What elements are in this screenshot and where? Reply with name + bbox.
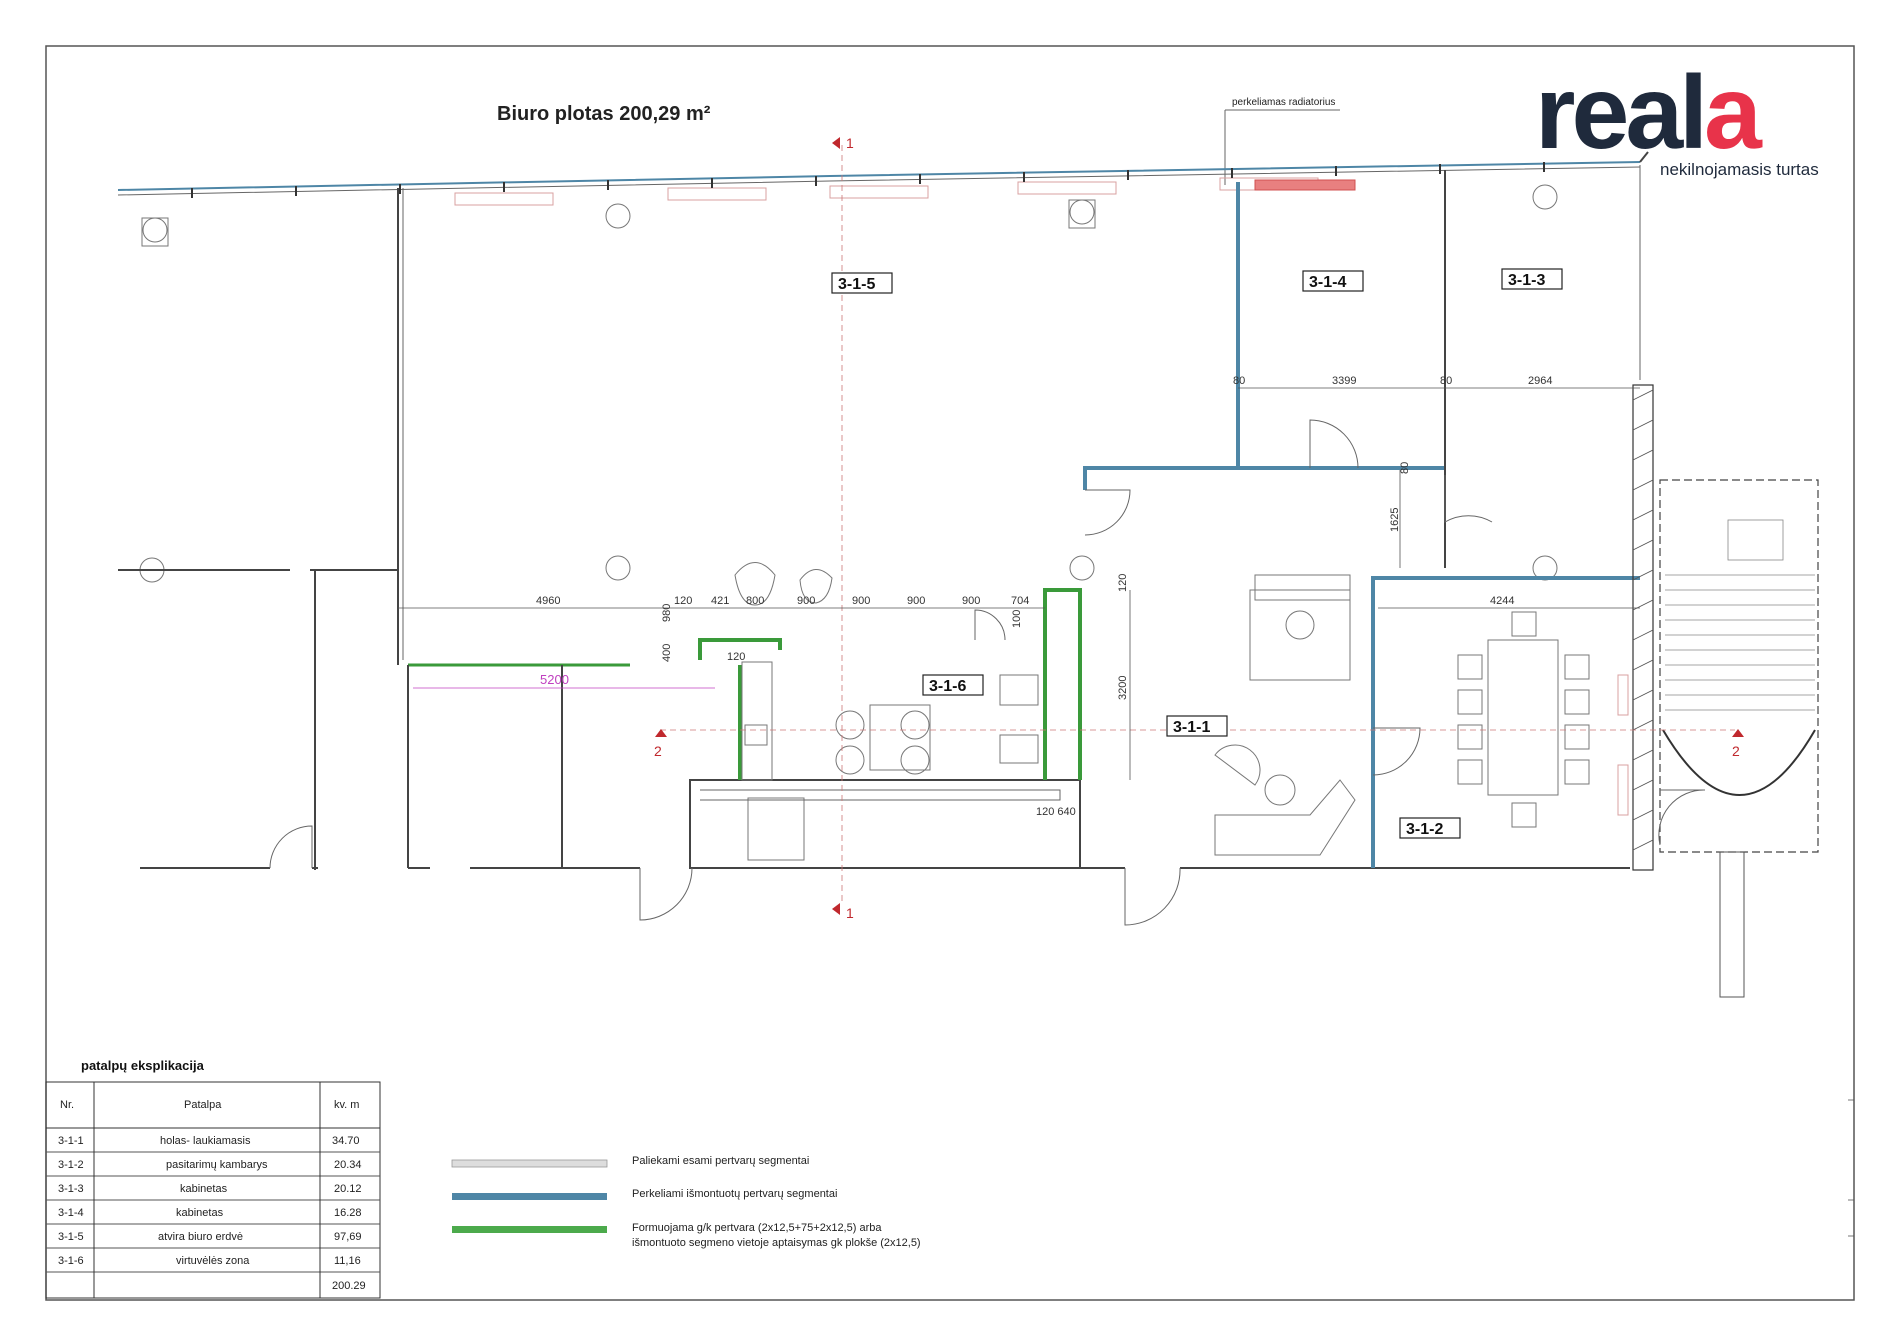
svg-text:3-1-6: 3-1-6 (929, 678, 966, 695)
dimension-texts: 80 3399 80 2964 80 1625 4244 4960 120 42… (536, 375, 1552, 818)
svg-text:3200: 3200 (1117, 676, 1129, 700)
svg-text:kabinetas: kabinetas (180, 1183, 228, 1195)
svg-text:4244: 4244 (1490, 595, 1514, 607)
svg-text:3-1-2: 3-1-2 (1406, 821, 1443, 838)
svg-text:800: 800 (746, 595, 764, 607)
svg-text:virtuvėlės zona: virtuvėlės zona (176, 1255, 250, 1267)
legend-swatch-grey (451, 1159, 608, 1168)
svg-text:11,16: 11,16 (334, 1255, 361, 1267)
legend-green-text-2: išmontuoto segmeno vietoje aptaisymas gk… (632, 1237, 921, 1249)
table-row: 3-1-6 virtuvėlės zona 11,16 (58, 1255, 361, 1267)
table-row: 3-1-3 kabinetas 20.12 (58, 1183, 362, 1195)
svg-text:100: 100 (1011, 610, 1023, 628)
section-2-left-label: 2 (654, 743, 662, 759)
legend-green-text: Formuojama g/k pertvara (2x12,5+75+2x12,… (632, 1222, 882, 1234)
legend-grey-text: Paliekami esami pertvarų segmentai (632, 1155, 809, 1167)
explication-table: patalpų eksplikacija Nr. Patalpa kv. m 3… (45, 1058, 381, 1299)
legend: Paliekami esami pertvarų segmentai Perke… (451, 1155, 921, 1249)
svg-text:80: 80 (1233, 375, 1245, 387)
table-row: 3-1-4 kabinetas 16.28 (58, 1207, 362, 1219)
room-3-1-2: 3-1-2 (1399, 817, 1461, 839)
svg-text:pasitarimų kambarys: pasitarimų kambarys (166, 1159, 268, 1171)
svg-text:120 640: 120 640 (1036, 806, 1076, 818)
svg-text:120: 120 (1117, 574, 1129, 592)
svg-text:34.70: 34.70 (332, 1135, 360, 1147)
svg-text:400: 400 (661, 644, 673, 662)
legend-blue-text: Perkeliami išmontuotų pertvarų segmentai (632, 1188, 837, 1200)
svg-text:704: 704 (1011, 595, 1029, 607)
legend-swatch-blue (452, 1193, 607, 1200)
svg-text:1625: 1625 (1389, 508, 1401, 532)
svg-text:200.29: 200.29 (332, 1280, 366, 1292)
svg-text:421: 421 (711, 595, 729, 607)
section-1-top-label: 1 (846, 135, 854, 151)
room-labels: 3-1-5 3-1-4 3-1-3 3-1-6 3-1-1 3-1-2 (831, 268, 1563, 839)
room-3-1-1: 3-1-1 (1166, 715, 1228, 737)
reala-logo: reala nekilnojamasis turtas (1535, 55, 1819, 179)
svg-text:3-1-4: 3-1-4 (58, 1207, 84, 1219)
svg-text:2964: 2964 (1528, 375, 1552, 387)
facade-wall (117, 151, 1649, 206)
svg-text:900: 900 (962, 595, 980, 607)
plan-title: Biuro plotas 200,29 m² (497, 103, 711, 125)
radiator-note: perkeliamas radiatorius (1232, 97, 1335, 108)
pipe-columns (139, 184, 1558, 583)
section-2-right-label: 2 (1732, 743, 1740, 759)
room-3-1-4: 3-1-4 (1302, 270, 1364, 292)
walls (118, 165, 1654, 871)
explication-title: patalpų eksplikacija (81, 1058, 205, 1073)
sheet-frame (45, 45, 1855, 1301)
col-patalpa: Patalpa (184, 1099, 222, 1111)
svg-text:3-1-1: 3-1-1 (1173, 719, 1210, 736)
svg-text:3-1-3: 3-1-3 (58, 1183, 84, 1195)
svg-text:3-1-6: 3-1-6 (58, 1255, 84, 1267)
svg-text:kabinetas: kabinetas (176, 1207, 224, 1219)
doors (269, 419, 1706, 926)
table-row: 3-1-5 atvira biuro erdvė 97,69 (58, 1231, 362, 1243)
room-3-1-5: 3-1-5 (831, 272, 893, 294)
svg-text:900: 900 (797, 595, 815, 607)
svg-text:120: 120 (674, 595, 692, 607)
svg-text:3399: 3399 (1332, 375, 1356, 387)
svg-text:97,69: 97,69 (334, 1231, 362, 1243)
svg-text:3-1-4: 3-1-4 (1309, 274, 1346, 291)
svg-text:900: 900 (852, 595, 870, 607)
section-axes: 1 1 2 2 (654, 135, 1744, 921)
room-3-1-6: 3-1-6 (922, 674, 984, 696)
table-row: 3-1-2 pasitarimų kambarys 20.34 (58, 1159, 362, 1171)
svg-text:4960: 4960 (536, 595, 560, 607)
furniture (734, 562, 1629, 856)
svg-text:atvira biuro erdvė: atvira biuro erdvė (158, 1231, 243, 1243)
svg-text:16.28: 16.28 (334, 1207, 362, 1219)
logo-brand: reala (1535, 55, 1763, 171)
logo-tagline: nekilnojamasis turtas (1660, 160, 1819, 179)
table-row-total: 200.29 (332, 1280, 366, 1292)
svg-text:900: 900 (907, 595, 925, 607)
svg-text:3-1-5: 3-1-5 (58, 1231, 84, 1243)
svg-text:980: 980 (661, 604, 673, 622)
col-nr: Nr. (60, 1099, 74, 1111)
svg-text:3-1-2: 3-1-2 (58, 1159, 84, 1171)
dimension-lines (398, 387, 1640, 780)
section-1-bottom-label: 1 (846, 905, 854, 921)
table-row: 3-1-1 holas- laukiamasis 34.70 (58, 1135, 360, 1147)
svg-text:80: 80 (1399, 462, 1411, 474)
dimension-5200: 5200 (540, 672, 569, 687)
legend-swatch-green (452, 1226, 607, 1233)
svg-text:3-1-3: 3-1-3 (1508, 272, 1545, 289)
svg-text:20.12: 20.12 (334, 1183, 362, 1195)
svg-text:80: 80 (1440, 375, 1452, 387)
col-kv: kv. m (334, 1099, 359, 1111)
svg-text:120: 120 (727, 651, 745, 663)
svg-text:holas- laukiamasis: holas- laukiamasis (160, 1135, 251, 1147)
svg-text:20.34: 20.34 (334, 1159, 362, 1171)
svg-text:3-1-5: 3-1-5 (838, 276, 875, 293)
room-3-1-3: 3-1-3 (1501, 268, 1563, 290)
svg-text:3-1-1: 3-1-1 (58, 1135, 84, 1147)
staircase (1659, 479, 1819, 998)
